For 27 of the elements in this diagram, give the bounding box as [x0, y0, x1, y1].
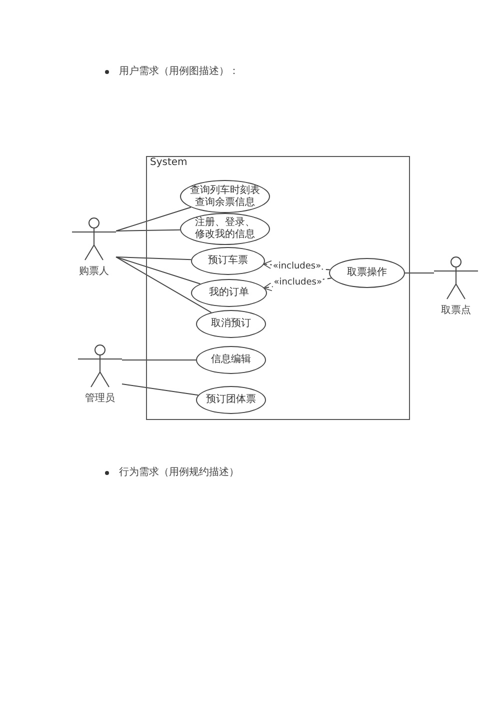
association-line [122, 384, 199, 396]
system-label: System [150, 158, 188, 168]
use-case-label: 我的订单 [209, 287, 249, 299]
use-case-ellipse [191, 279, 267, 307]
actor-label: 管理员 [85, 394, 115, 404]
use-case-ellipse [180, 180, 270, 213]
actor-label: 购票人 [79, 267, 109, 277]
association-line [116, 256, 192, 260]
association-line [404, 272, 434, 274]
edge-label: «includes» [272, 278, 323, 288]
use-case-label: 取票操作 [347, 267, 387, 279]
association-line [116, 256, 201, 284]
association-line [116, 256, 212, 313]
section-heading: 行为需求（用例规约描述） [119, 468, 239, 478]
actor-label: 取票点 [441, 306, 471, 316]
use-case-label: 预订团体票 [206, 394, 256, 406]
system-boundary [146, 156, 410, 420]
use-case-label: 信息编辑 [211, 354, 251, 366]
use-case-label: 注册、登录、修改我的信息 [194, 217, 256, 241]
association-line [116, 229, 181, 232]
association-line [116, 206, 192, 232]
use-case-label: 取消预订 [211, 318, 251, 330]
use-case-label: 查询余票信息 [195, 196, 255, 208]
section-heading: 用户需求（用例图描述）： [119, 67, 239, 77]
use-case-label: 预订车票 [208, 255, 248, 267]
edge-label: «includes» [272, 262, 322, 272]
use-case-label: 查询列车时刻表 [190, 184, 260, 196]
